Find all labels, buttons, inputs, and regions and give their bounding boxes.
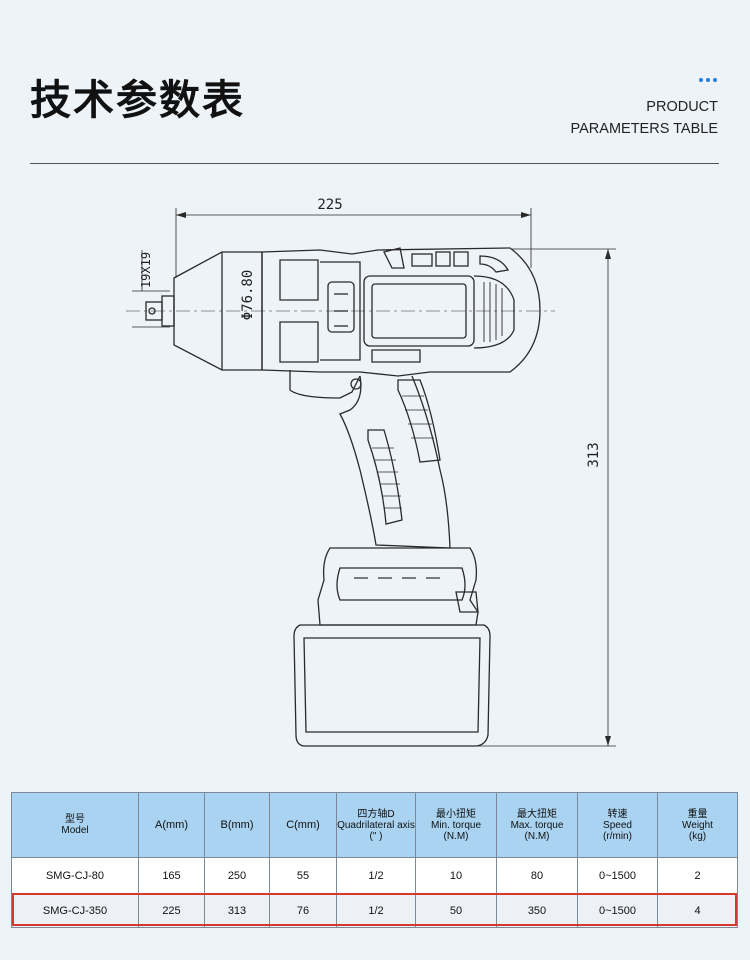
header-line: Speed (603, 819, 632, 831)
header-line: (kg) (688, 830, 707, 842)
header-line: B(mm) (220, 818, 254, 831)
header-line: (N.M) (443, 830, 469, 842)
table-cell: SMG-CJ-350 (11, 894, 139, 928)
header-line: 重量 (687, 808, 708, 820)
decorative-dots-icon (699, 78, 717, 82)
table-header-cell: C(mm) (269, 792, 337, 858)
header-line: 最小扭矩 (436, 808, 476, 820)
header-line: A(mm) (155, 818, 188, 831)
table-cell: 313 (204, 894, 270, 928)
header-line: Min. torque (430, 819, 482, 831)
table-cell: 225 (138, 894, 205, 928)
header-line: (r/min) (603, 830, 632, 842)
header-line: Model (61, 825, 89, 836)
impact-wrench-technical-drawing: 225 313 19X19 Φ76.80 (126, 197, 616, 747)
table-cell: 80 (496, 857, 578, 895)
header-line: (" ) (369, 830, 383, 842)
table-cell: 350 (496, 894, 578, 928)
header-line: C(mm) (286, 818, 320, 831)
table-cell: 0~1500 (577, 857, 658, 895)
english-title-line1: PRODUCT (646, 99, 718, 115)
dimension-square-label: 19X19 (139, 252, 153, 288)
table-cell: 165 (138, 857, 205, 895)
header-line: (N.M) (524, 830, 550, 842)
table-cell: 50 (415, 894, 497, 928)
header-divider (30, 163, 719, 164)
english-title-line2: PARAMETERS TABLE (570, 121, 718, 137)
table-cell: 0~1500 (577, 894, 658, 928)
header-line: 四方轴D (357, 808, 395, 820)
english-title: PRODUCT PARAMETERS TABLE (571, 96, 718, 140)
table-cell: 250 (204, 857, 270, 895)
header-line: 型号 (65, 814, 85, 825)
dimension-height-label: 313 (586, 442, 602, 467)
table-cell: 76 (269, 894, 337, 928)
header-line: Weight (682, 819, 713, 831)
table-cell: SMG-CJ-80 (11, 857, 139, 895)
header-line: Max. torque (510, 819, 564, 831)
table-cell: 55 (269, 857, 337, 895)
table-cell: 4 (657, 894, 738, 928)
dimension-width-label: 225 (317, 197, 342, 213)
header-line: 转速 (607, 808, 628, 820)
table-cell: 1/2 (336, 894, 416, 928)
table-cell: 2 (657, 857, 738, 895)
page-title: 技术参数表 (30, 76, 245, 124)
dimension-diameter-label: Φ76.80 (240, 270, 256, 321)
table-header-cell: A(mm) (138, 792, 205, 858)
header-line: Quadrilateral axis (337, 819, 415, 831)
table-header-cell: B(mm) (204, 792, 270, 858)
header-line: 最大扭矩 (517, 808, 557, 820)
table-cell: 1/2 (336, 857, 416, 895)
table-cell: 10 (415, 857, 497, 895)
